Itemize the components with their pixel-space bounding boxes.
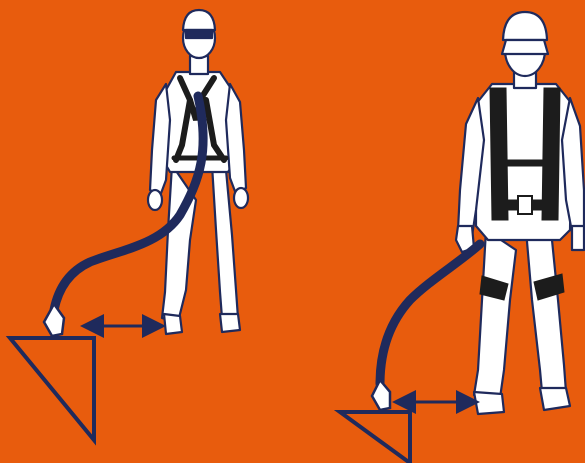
harness-buckle: [518, 196, 532, 214]
goggle-strap: [186, 30, 212, 38]
harness-chest-strap: [506, 160, 544, 166]
right-boot: [540, 388, 570, 410]
left-hand: [148, 190, 162, 210]
left-boot: [164, 314, 182, 334]
right-boot: [220, 314, 240, 332]
left-boot: [474, 392, 504, 414]
right-hand: [234, 188, 248, 208]
right-hand: [572, 226, 584, 250]
helmet-icon: [183, 10, 215, 30]
goggles: [502, 40, 548, 54]
